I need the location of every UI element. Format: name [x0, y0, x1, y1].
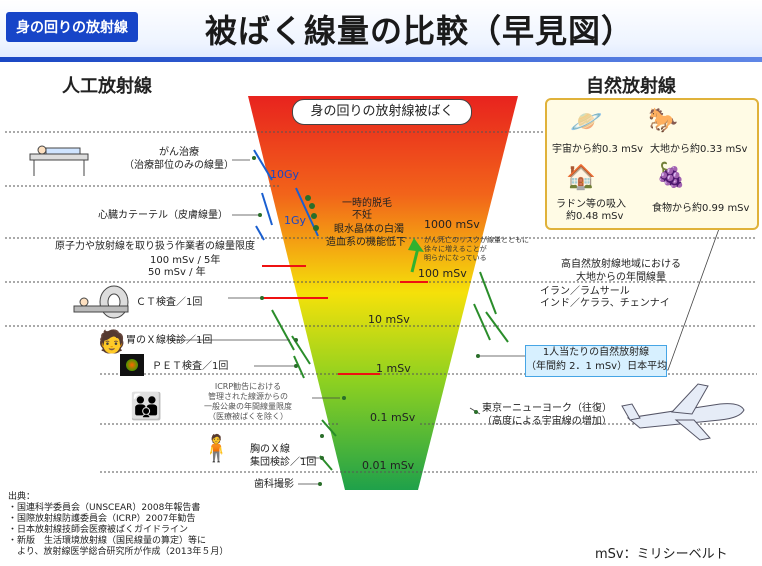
pet-label: ＰＥＴ検査／1回	[152, 361, 229, 372]
family-icon: 👪	[130, 392, 163, 422]
effect-cataract: 眼水晶体の白濁	[334, 224, 404, 235]
natural-food: 食物から約0.99 mSv	[652, 203, 750, 214]
icrp-limit-label: ICRP勧告における管理された線源からの一般公衆の年間線量限度（医療被ばくを除く…	[204, 382, 292, 421]
region-iran: イラン／ラムサール	[540, 286, 630, 297]
scale-1000msv: 1000 mSv	[424, 218, 480, 231]
airplane-icon	[621, 383, 745, 441]
page-title: 被ばく線量の比較（早見図）	[205, 12, 635, 50]
dental-label: 歯科撮影	[254, 479, 294, 490]
worker-limit-5yr: 100 mSv / 5年	[150, 255, 221, 266]
house-icon: 🏠	[566, 163, 596, 191]
worker-limit-label: 原子力や放射線を取り扱う作業者の線量限度	[55, 241, 255, 252]
ct-scanner-icon	[70, 284, 136, 328]
pet-image-icon	[120, 354, 144, 376]
scale-10gy: 10Gy	[270, 168, 300, 181]
natural-radon: ラドン等の吸入	[556, 199, 626, 210]
cancer-risk-note: がん死亡のリスクが線量とともに徐々に増えることが明らかになっている	[424, 236, 529, 262]
sources: 出典：・国連科学委員会（UNSCEAR）2008年報告書・国際放射線防護委員会（…	[8, 492, 229, 557]
worker-limit-annual: 50 mSv / 年	[148, 267, 206, 278]
natural-sources-box	[545, 98, 759, 230]
hospital-bed-icon	[24, 138, 94, 182]
cancer-therapy-label: がん治療（治療部位のみの線量）	[124, 147, 234, 171]
scale-1gy: 1Gy	[284, 214, 307, 227]
chest-xray-label: 胸のＸ線集団検診／1回	[250, 444, 317, 468]
scale-0.1msv: 0.1 mSv	[370, 411, 416, 424]
scale-0.01msv: 0.01 mSv	[362, 459, 415, 472]
scale-1msv: 1 mSv	[376, 362, 411, 375]
effect-hematopoietic: 造血系の機能低下	[326, 237, 406, 248]
natural-ground: 大地から約0.33 mSv	[650, 144, 748, 155]
unit-note: mSv：ミリシーベルト	[595, 547, 728, 562]
artificial-heading: 人工放射線	[62, 76, 152, 97]
chest-person-icon: 🧍	[200, 434, 233, 464]
effect-infertility: 不妊	[352, 210, 372, 221]
effect-hair-loss: 一時的脱毛	[342, 198, 392, 209]
threshold-lines	[262, 265, 428, 375]
landscape-icon: 🐎	[648, 106, 678, 134]
scale-10msv: 10 mSv	[368, 313, 410, 326]
level-lines	[5, 131, 757, 473]
marker-dots	[252, 156, 480, 486]
scale-100msv: 100 mSv	[418, 267, 467, 280]
natural-heading: 自然放射線	[586, 76, 676, 97]
region-india: インド／ケララ、チェンナイ	[540, 298, 670, 309]
stomach-xray-label: 胃のＸ線検診／1回	[126, 335, 213, 346]
green-markers	[271, 271, 509, 471]
section-tag: 身の回りの放射線	[6, 12, 138, 42]
planet-icon: 🪐	[570, 107, 603, 137]
natural-cosmic: 宇宙から約0.3 mSv	[552, 144, 644, 155]
natural-radon-value: 約0.48 mSv	[566, 211, 624, 222]
japan-average-box: 1人当たりの自然放射線（年間約 2．1 mSv）日本平均	[525, 345, 667, 377]
dose-funnel	[248, 96, 518, 490]
person-icon: 🧑	[98, 330, 126, 355]
cardiac-catheter-label: 心臓カテーテル（皮膚線量）	[98, 210, 228, 221]
fruit-icon: 🍇	[656, 161, 686, 189]
high-background-label: 高自然放射線地域における大地からの年間線量	[561, 259, 681, 283]
flight-label: 東京ーニューヨーク（往復）（高度による宇宙線の増加）	[482, 403, 612, 427]
ct-label: ＣＴ検査／1回	[136, 297, 203, 308]
funnel-title: 身の回りの放射線被ばく	[292, 99, 472, 125]
